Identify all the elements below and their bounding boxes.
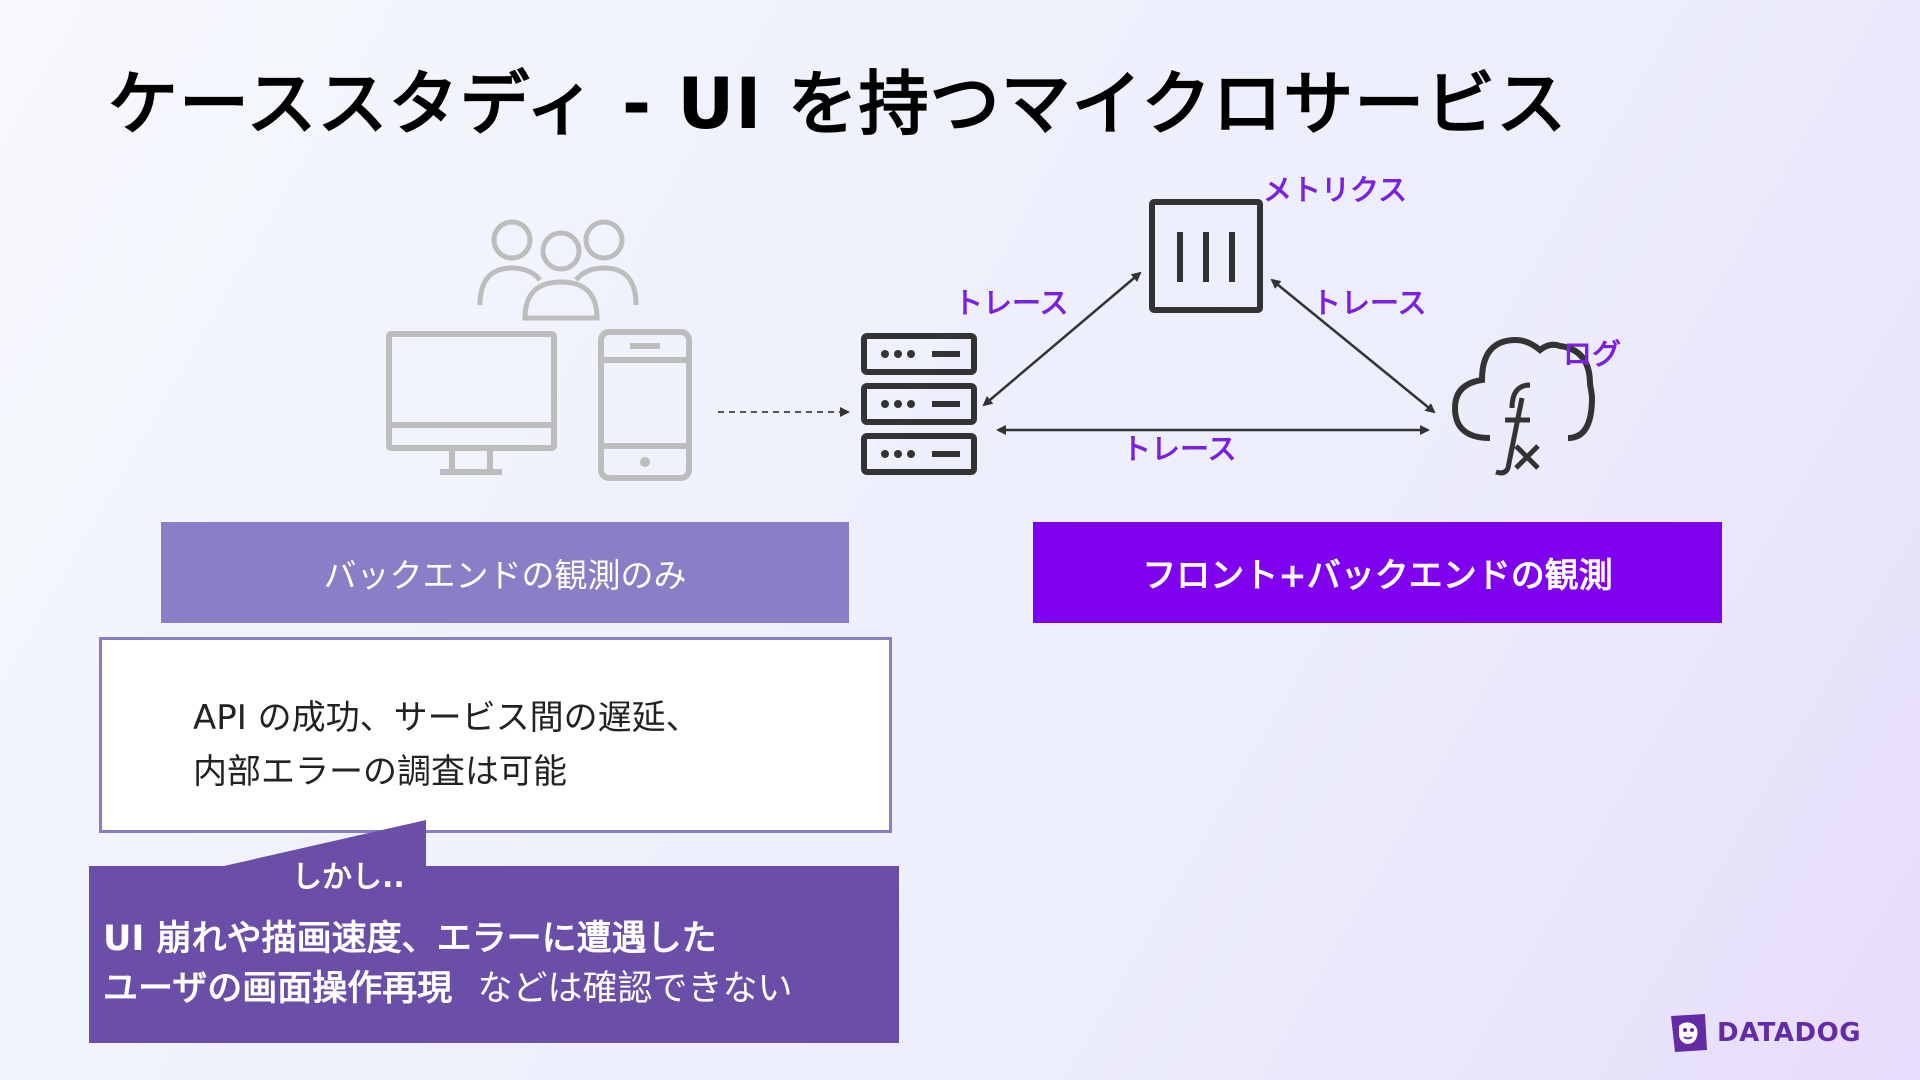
trace-label-right: トレース (1312, 286, 1427, 320)
metrics-label: メトリクス (1263, 173, 1407, 207)
capability-box (99, 637, 892, 833)
front-backend-box: フロント+バックエンドの観測 (1033, 522, 1722, 623)
slide-title: ケーススタディ - UI を持つマイクロサービス (108, 63, 1568, 145)
callout-line-2-bold: ユーザの画面操作再現 (103, 969, 453, 1009)
trace-label-bottom: トレース (1122, 432, 1237, 466)
server-stack-icon (861, 333, 977, 475)
capability-line-1: API の成功、サービス間の遅延、 (193, 698, 700, 738)
callout-line-2: ユーザの画面操作再現 などは確認できない (103, 960, 792, 1011)
metrics-box-icon (1149, 199, 1263, 313)
trace-arrow-metrics-cloud (1270, 278, 1436, 414)
capability-line-2: 内部エラーの調査は可能 (193, 752, 567, 792)
callout-line-2-rest: などは確認できない (477, 969, 793, 1009)
serverless-cloud-icon (1451, 336, 1596, 476)
trace-arrow-server-metrics (982, 271, 1142, 407)
callout-tab-label: しかし.. (292, 860, 405, 895)
desktop-monitor-icon (386, 331, 557, 475)
smartphone-icon (598, 329, 692, 481)
users-icon (477, 219, 639, 321)
datadog-dog-icon (1671, 1014, 1707, 1052)
trace-label-left: トレース (954, 286, 1069, 320)
datadog-logo-text: DATADOG (1717, 1018, 1862, 1048)
callout-line-1: UI 崩れや描画速度、エラーに遭遇した (103, 919, 717, 959)
backend-only-box: バックエンドの観測のみ (161, 522, 849, 623)
logs-label: ログ (1563, 337, 1621, 371)
datadog-logo: DATADOG (1667, 1012, 1861, 1054)
